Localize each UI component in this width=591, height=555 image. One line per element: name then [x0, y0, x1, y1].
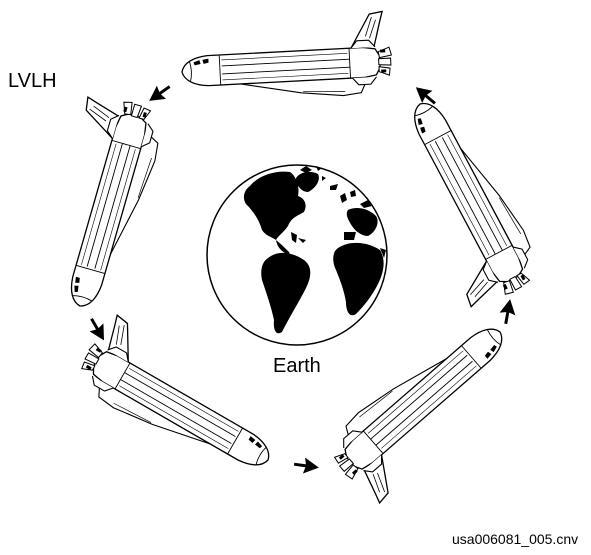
- direction-arrow-icon: [293, 456, 320, 475]
- direction-arrow-icon: [145, 80, 175, 107]
- orbiter-bottom: [321, 308, 533, 508]
- direction-arrow-icon: [498, 298, 518, 325]
- direction-arrow-icon: [85, 315, 111, 345]
- orbiter-top: [179, 11, 393, 104]
- orbiter-left: [32, 90, 169, 314]
- frame-label: LVLH: [8, 70, 57, 93]
- earth-globe-icon: [207, 165, 387, 345]
- file-id-label: usa006081_005.cnv: [452, 531, 578, 547]
- orbiter-right: [376, 89, 547, 313]
- earth-label: Earth: [273, 355, 321, 378]
